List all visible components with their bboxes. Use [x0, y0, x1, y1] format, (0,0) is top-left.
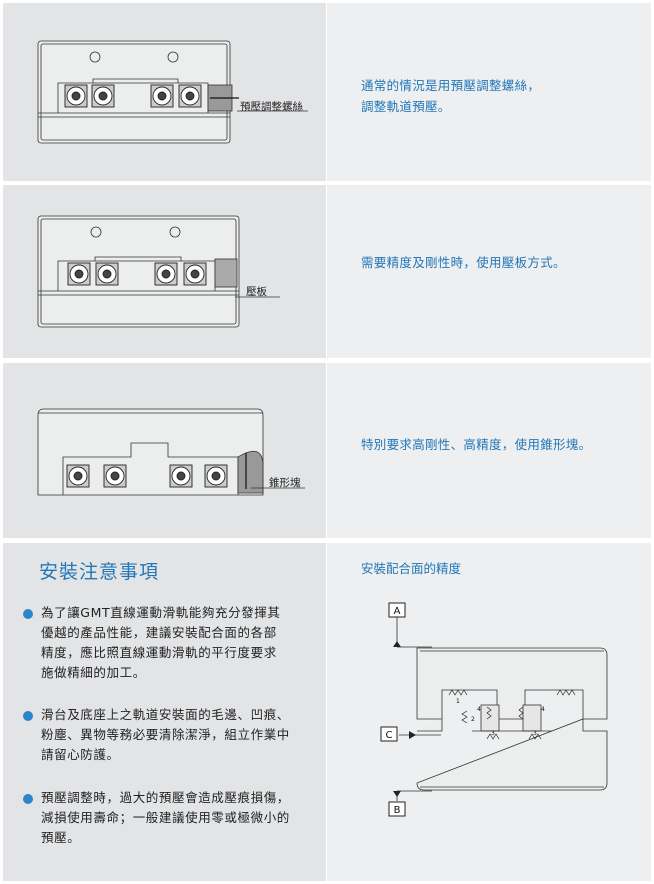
label-press-plate: 壓板: [246, 286, 267, 298]
note-line: 滑台及底座上之軌道安裝面的毛邊、凹痕、: [41, 707, 290, 722]
notes-title: 安裝注意事項: [39, 561, 160, 583]
surface-finish-icon: [448, 689, 576, 740]
desc-press-plate: 需要精度及剛性時，使用壓板方式。: [361, 252, 566, 273]
drawing-press-plate: 壓板: [3, 185, 326, 358]
note-line: 精度，應比照直線運動滑軌的平行度要求: [41, 645, 277, 660]
desc-taper-block: 特別要求高剛性、高精度，使用錐形塊。: [361, 434, 591, 455]
desc-preload-screw: 通常的情況是用預壓調整螺絲， 調整軌道預壓。: [361, 75, 540, 117]
bullet-dot-icon: [23, 609, 33, 619]
note-line: 減損使用壽命；一般建議使用零或極微小的: [41, 810, 290, 825]
note-item-3: 預壓調整時，過大的預壓會造成壓痕損傷， 減損使用壽命；一般建議使用零或極微小的 …: [23, 788, 323, 848]
mark-1: 1: [456, 698, 460, 705]
precision-diagram: A B C 1 2 3 3 4 4: [380, 602, 608, 817]
panel-taper-block: 錐形塊 特別要求高剛性、高精度，使用錐形塊。: [0, 363, 654, 538]
mark-4a: 4: [477, 706, 481, 713]
note-line: 預壓。: [41, 830, 81, 845]
desc-press-plate-cell: 需要精度及剛性時，使用壓板方式。: [327, 185, 651, 358]
panel-press-plate: 壓板 需要精度及剛性時，使用壓板方式。: [0, 185, 654, 358]
desc-line: 調整軌道預壓。: [361, 99, 451, 114]
taper-block-diagram: [37, 408, 305, 496]
panel-installation-notes: 安裝注意事項 為了讓GMT直線運動滑軌能夠充分發揮其 優越的產品性能，建議安裝配…: [0, 543, 654, 881]
note-item-2: 滑台及底座上之軌道安裝面的毛邊、凹痕、 粉塵、異物等務必要清除潔淨，組立作業中 …: [23, 705, 323, 765]
note-line: 預壓調整時，過大的預壓會造成壓痕損傷，: [41, 790, 290, 805]
drawing-preload-screw: 預壓調整螺絲: [3, 3, 326, 181]
drawing-taper-block: 錐形塊: [3, 363, 326, 538]
label-preload-screw: 預壓調整螺絲: [240, 101, 303, 113]
notes-cell: 安裝注意事項 為了讓GMT直線運動滑軌能夠充分發揮其 優越的產品性能，建議安裝配…: [3, 543, 326, 881]
label-taper-block: 錐形塊: [269, 477, 301, 489]
note-line: 為了讓GMT直線運動滑軌能夠充分發揮其: [41, 605, 281, 620]
mark-3a: 3: [491, 730, 495, 737]
mark-2: 2: [471, 716, 475, 723]
mark-3b: 3: [533, 730, 537, 737]
preload-screw-diagram: [37, 40, 308, 144]
mark-4b: 4: [541, 706, 545, 713]
desc-line: 需要精度及剛性時，使用壓板方式。: [361, 255, 566, 270]
datum-c-label: C: [386, 730, 393, 741]
bullet-dot-icon: [23, 794, 33, 804]
desc-line: 通常的情況是用預壓調整螺絲，: [361, 78, 541, 93]
datum-a-label: A: [394, 606, 401, 617]
desc-preload-screw-cell: 通常的情況是用預壓調整螺絲， 調整軌道預壓。: [327, 3, 651, 181]
note-line: 粉塵、異物等務必要清除潔淨，組立作業中: [41, 727, 290, 742]
bullet-dot-icon: [23, 711, 33, 721]
datum-b-label: B: [394, 805, 401, 816]
precision-cell: 安裝配合面的精度: [327, 543, 651, 881]
precision-title: 安裝配合面的精度: [361, 561, 462, 576]
desc-taper-block-cell: 特別要求高剛性、高精度，使用錐形塊。: [327, 363, 651, 538]
note-line: 優越的產品性能，建議安裝配合面的各部: [41, 625, 277, 640]
note-line: 施做精細的加工。: [41, 665, 146, 680]
press-plate-diagram: [37, 215, 280, 328]
desc-line: 特別要求高剛性、高精度，使用錐形塊。: [361, 437, 592, 452]
panel-preload-screw: 預壓調整螺絲 通常的情況是用預壓調整螺絲， 調整軌道預壓。: [0, 3, 654, 181]
note-item-1: 為了讓GMT直線運動滑軌能夠充分發揮其 優越的產品性能，建議安裝配合面的各部 精…: [23, 603, 323, 683]
note-line: 請留心防護。: [41, 747, 120, 762]
